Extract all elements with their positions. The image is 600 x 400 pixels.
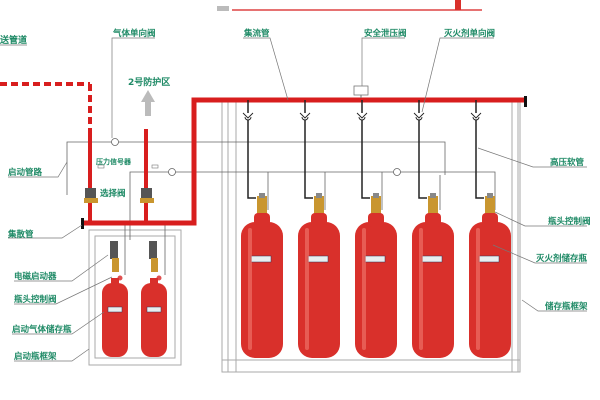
cylinder-label-plate [364,255,386,263]
collector-pipe-end-cap [81,218,84,229]
agent-check-valve-icon [470,112,482,121]
label-high-pressure-hose: 高压软管 [550,157,585,168]
label-start-pipeline: 启动管路 [8,167,43,178]
cylinder-valve-icon [112,258,119,272]
label-storage-rack: 储存瓶框架 [544,301,588,312]
label-start-cylinder-rack: 启动瓶框架 [14,351,57,362]
delivery-pipe [0,82,148,225]
cylinder-valve-icon [428,196,438,214]
storage-rack-post [511,99,521,373]
label-safety-relief-valve: 安全泄压阀 [364,28,407,39]
cylinder-valve-icon [371,196,381,214]
label-solenoid-actuator: 电磁启动器 [14,271,57,282]
cylinder-valve-icon [151,258,158,272]
pressure-switch-icon [97,164,105,169]
label-cylinder-valve-left: 瓶头控制阀 [14,294,57,305]
start-pipeline-lines [66,141,496,275]
label-pressure-switch: 压力信号器 [96,157,132,166]
cylinder-label-plate [478,255,500,263]
agent-check-valve-icon [299,112,311,121]
high-pressure-hose [418,100,427,199]
storage-rack-post [227,99,237,373]
label-start-gas-cylinder: 启动气体储存瓶 [12,324,72,335]
cylinder-label-plate [421,255,443,263]
high-pressure-hose [304,100,313,199]
label-selector-valve: 选择阀 [100,188,126,199]
start-rack-frame [88,229,182,366]
label-cylinder-valve-right: 瓶头控制阀 [548,216,591,227]
label-gas-check-valve: 气体单向阀 [112,28,156,39]
safety-relief-valve-icon [353,85,369,96]
high-pressure-hose [475,100,484,199]
agent-check-valve-icon [356,112,368,121]
cylinder-label-plate [146,306,162,313]
zone-arrow-icon [141,90,155,116]
manifold-pipe [82,97,525,226]
cylinder-label-plate [107,306,123,313]
agent-cylinder [412,193,454,358]
cylinder-valve-icon [257,196,267,214]
agent-check-valve-icon [242,112,254,121]
solenoid-actuator-icon [110,241,118,259]
agent-cylinder [355,193,397,358]
agent-check-valve-icon [413,112,425,121]
cylinder-label-plate [307,255,329,263]
start-gas-cylinder [102,241,128,357]
label-manifold: 集流管 [243,28,270,39]
cylinder-valve-icon [485,196,495,214]
label-collector-pipe: 集散管 [7,229,34,240]
high-pressure-hose [361,100,370,199]
leader-lines [0,37,587,362]
cylinder-label-plate [250,255,272,263]
manifold-end-cap [524,96,527,107]
agent-cylinder [298,193,340,358]
solenoid-actuator-icon [149,241,157,259]
start-gas-cylinder [141,241,167,357]
pressure-switch-icon [151,164,159,169]
label-agent-check-valve: 灭火剂单向阀 [443,28,495,39]
agent-cylinder [241,193,283,358]
selector-valve-icon [84,188,154,203]
label-delivery-pipe: 送管道 [0,34,27,46]
gas-check-valve-symbol [111,138,401,176]
label-agent-cylinder: 灭火剂储存瓶 [535,253,588,264]
agent-cylinder [469,193,511,358]
top-cropped-fragment [217,0,482,11]
high-pressure-hose [247,100,256,199]
cylinder-valve-icon [314,196,324,214]
label-zone: 2号防护区 [128,76,170,88]
